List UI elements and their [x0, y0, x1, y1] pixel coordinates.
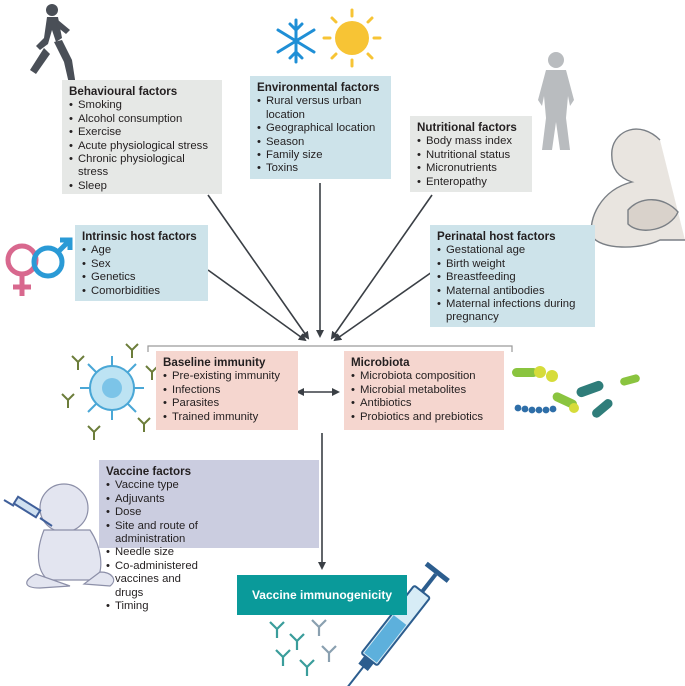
behavioural-factors-box: Behavioural factors Smoking Alcohol cons…	[62, 80, 222, 194]
microbiota-title: Microbiota	[351, 356, 410, 369]
list-item: Maternal antibodies	[437, 285, 588, 299]
list-item: Acute physiological stress	[69, 140, 215, 154]
arrow-intrinsic	[207, 269, 307, 342]
list-item: Timing	[106, 600, 205, 614]
intrinsic-host-factors-box: Intrinsic host factors Age Sex Genetics …	[75, 225, 208, 301]
perinatal-host-factors-list: Gestational age Birth weight Breastfeedi…	[437, 244, 588, 324]
vaccine-factors-left-column: Vaccine type Adjuvants Dose Site and rou…	[106, 479, 213, 546]
syringe-icon	[336, 561, 450, 686]
baseline-immunity-box: Baseline immunity Pre-existing immunity …	[156, 351, 298, 430]
list-item: Toxins	[257, 162, 384, 176]
list-item: Antibiotics	[351, 397, 497, 411]
sun-icon	[322, 8, 382, 68]
list-item: Birth weight	[437, 258, 588, 272]
microbiota-list: Microbiota composition Microbial metabol…	[351, 370, 497, 424]
list-item: Adjuvants	[106, 493, 213, 507]
list-item: Probiotics and prebiotics	[351, 411, 497, 425]
list-item: Infections	[163, 384, 291, 398]
list-item: Trained immunity	[163, 411, 291, 425]
arrow-behavioural	[207, 194, 310, 340]
list-item: Pre-existing immunity	[163, 370, 291, 384]
vaccine-immunogenicity-box: Vaccine immunogenicity	[237, 575, 407, 615]
intrinsic-host-factors-list: Age Sex Genetics Comorbidities	[82, 244, 201, 298]
vaccine-factors-right-column: Needle size Co-administered vaccines and…	[106, 546, 205, 613]
list-item: Vaccine type	[106, 479, 213, 493]
list-item: Co-administered vaccines and drugs	[106, 560, 205, 600]
list-item: Breastfeeding	[437, 271, 588, 285]
list-item: Nutritional status	[417, 149, 525, 163]
small-syringe-icon	[3, 495, 53, 527]
behavioural-factors-list: Smoking Alcohol consumption Exercise Acu…	[69, 99, 215, 193]
perinatal-host-factors-title: Perinatal host factors	[437, 230, 556, 243]
baby-icon	[26, 483, 115, 589]
vaccine-immunogenicity-label: Vaccine immunogenicity	[251, 588, 393, 602]
nutritional-factors-title: Nutritional factors	[417, 121, 517, 134]
list-item: Microbiota composition	[351, 370, 497, 384]
list-item: Enteropathy	[417, 176, 525, 190]
list-item: Chronic physiological stress	[69, 153, 215, 180]
list-item: Alcohol consumption	[69, 113, 215, 127]
list-item: Parasites	[163, 397, 291, 411]
list-item: Body mass index	[417, 135, 525, 149]
vaccine-factors-title: Vaccine factors	[106, 465, 192, 478]
antibodies-icon	[269, 619, 337, 676]
mother-breastfeeding-icon	[590, 128, 685, 248]
list-item: Gestational age	[437, 244, 588, 258]
list-item: Micronutrients	[417, 162, 525, 176]
vaccine-factors-right-list: Needle size Co-administered vaccines and…	[106, 546, 205, 613]
list-item: Exercise	[69, 126, 215, 140]
list-item: Sleep	[69, 180, 215, 194]
list-item: Genetics	[82, 271, 201, 285]
intrinsic-host-factors-title: Intrinsic host factors	[82, 230, 197, 243]
runner-icon	[30, 4, 76, 88]
snowflake-icon	[276, 18, 316, 64]
list-item: Age	[82, 244, 201, 258]
bacteria-icon	[512, 366, 640, 418]
body-silhouette-icon	[538, 52, 574, 150]
vaccine-factors-left-list: Vaccine type Adjuvants Dose Site and rou…	[106, 479, 213, 546]
immune-cell-icon	[61, 343, 159, 440]
gender-symbols-icon	[5, 237, 73, 296]
list-item: Microbial metabolites	[351, 384, 497, 398]
list-item: Site and route of administration	[106, 520, 213, 547]
converging-arrows	[207, 183, 433, 342]
bracket	[147, 345, 513, 352]
list-item: Dose	[106, 506, 213, 520]
baseline-immunity-list: Pre-existing immunity Infections Parasit…	[163, 370, 291, 424]
list-item: Rural versus urban location	[257, 95, 384, 122]
behavioural-factors-title: Behavioural factors	[69, 85, 178, 98]
baseline-immunity-title: Baseline immunity	[163, 356, 266, 369]
environmental-factors-title: Environmental factors	[257, 81, 380, 94]
vaccine-factors-box: Vaccine factors Vaccine type Adjuvants D…	[99, 460, 319, 614]
nutritional-factors-list: Body mass index Nutritional status Micro…	[417, 135, 525, 189]
list-item: Geographical location	[257, 122, 384, 136]
list-item: Maternal infections during pregnancy	[437, 298, 588, 325]
microbiota-box: Microbiota Microbiota composition Microb…	[344, 351, 504, 430]
environmental-factors-list: Rural versus urban location Geographical…	[257, 95, 384, 176]
nutritional-factors-box: Nutritional factors Body mass index Nutr…	[410, 116, 532, 192]
list-item: Comorbidities	[82, 285, 201, 299]
list-item: Smoking	[69, 99, 215, 113]
list-item: Family size	[257, 149, 384, 163]
perinatal-host-factors-box: Perinatal host factors Gestational age B…	[430, 225, 595, 327]
arrow-nutritional	[330, 194, 433, 340]
environmental-factors-box: Environmental factors Rural versus urban…	[250, 76, 391, 179]
list-item: Sex	[82, 258, 201, 272]
list-item: Needle size	[106, 546, 205, 560]
list-item: Season	[257, 136, 384, 150]
arrow-perinatal	[333, 271, 433, 342]
